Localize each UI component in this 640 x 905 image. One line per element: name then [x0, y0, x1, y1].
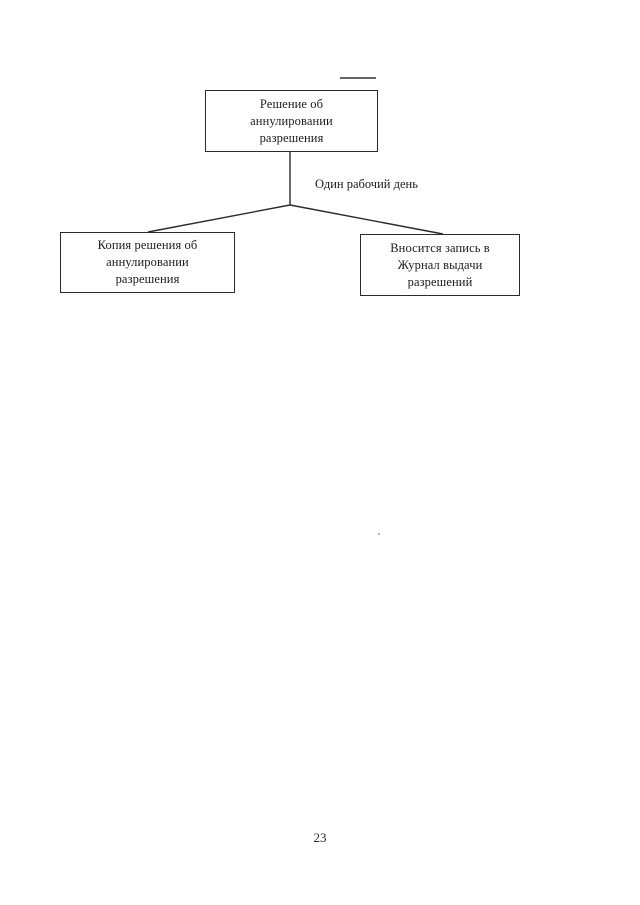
journal-box-line-3: разрешений: [407, 274, 473, 289]
edge-label-one-working-day: Один рабочий день: [315, 177, 418, 191]
decision-box: Решение об аннулировании разрешения: [205, 90, 378, 152]
connector-junction-to-copy: [147, 204, 291, 233]
connector-junction-to-journal: [289, 204, 444, 235]
copy-box-line-3: разрешения: [115, 272, 180, 286]
journal-box-line-1: Вносится запись в: [390, 240, 490, 255]
decision-box-line-3: разрешения: [259, 130, 324, 145]
page-number: 23: [313, 830, 327, 845]
copy-box: Копия решения об аннулировании разрешени…: [60, 232, 235, 293]
journal-box-line-2: Журнал выдачи: [397, 257, 483, 272]
journal-box: Вносится запись в Журнал выдачи разрешен…: [360, 234, 520, 296]
decision-box-line-1: Решение об: [259, 96, 324, 111]
copy-box-line-2: аннулировании: [106, 255, 189, 269]
copy-box-line-1: Копия решения об: [97, 238, 198, 252]
scan-artifact-line: [340, 77, 376, 79]
decision-box-line-2: аннулировании: [250, 113, 333, 128]
scan-speck: [378, 533, 380, 535]
